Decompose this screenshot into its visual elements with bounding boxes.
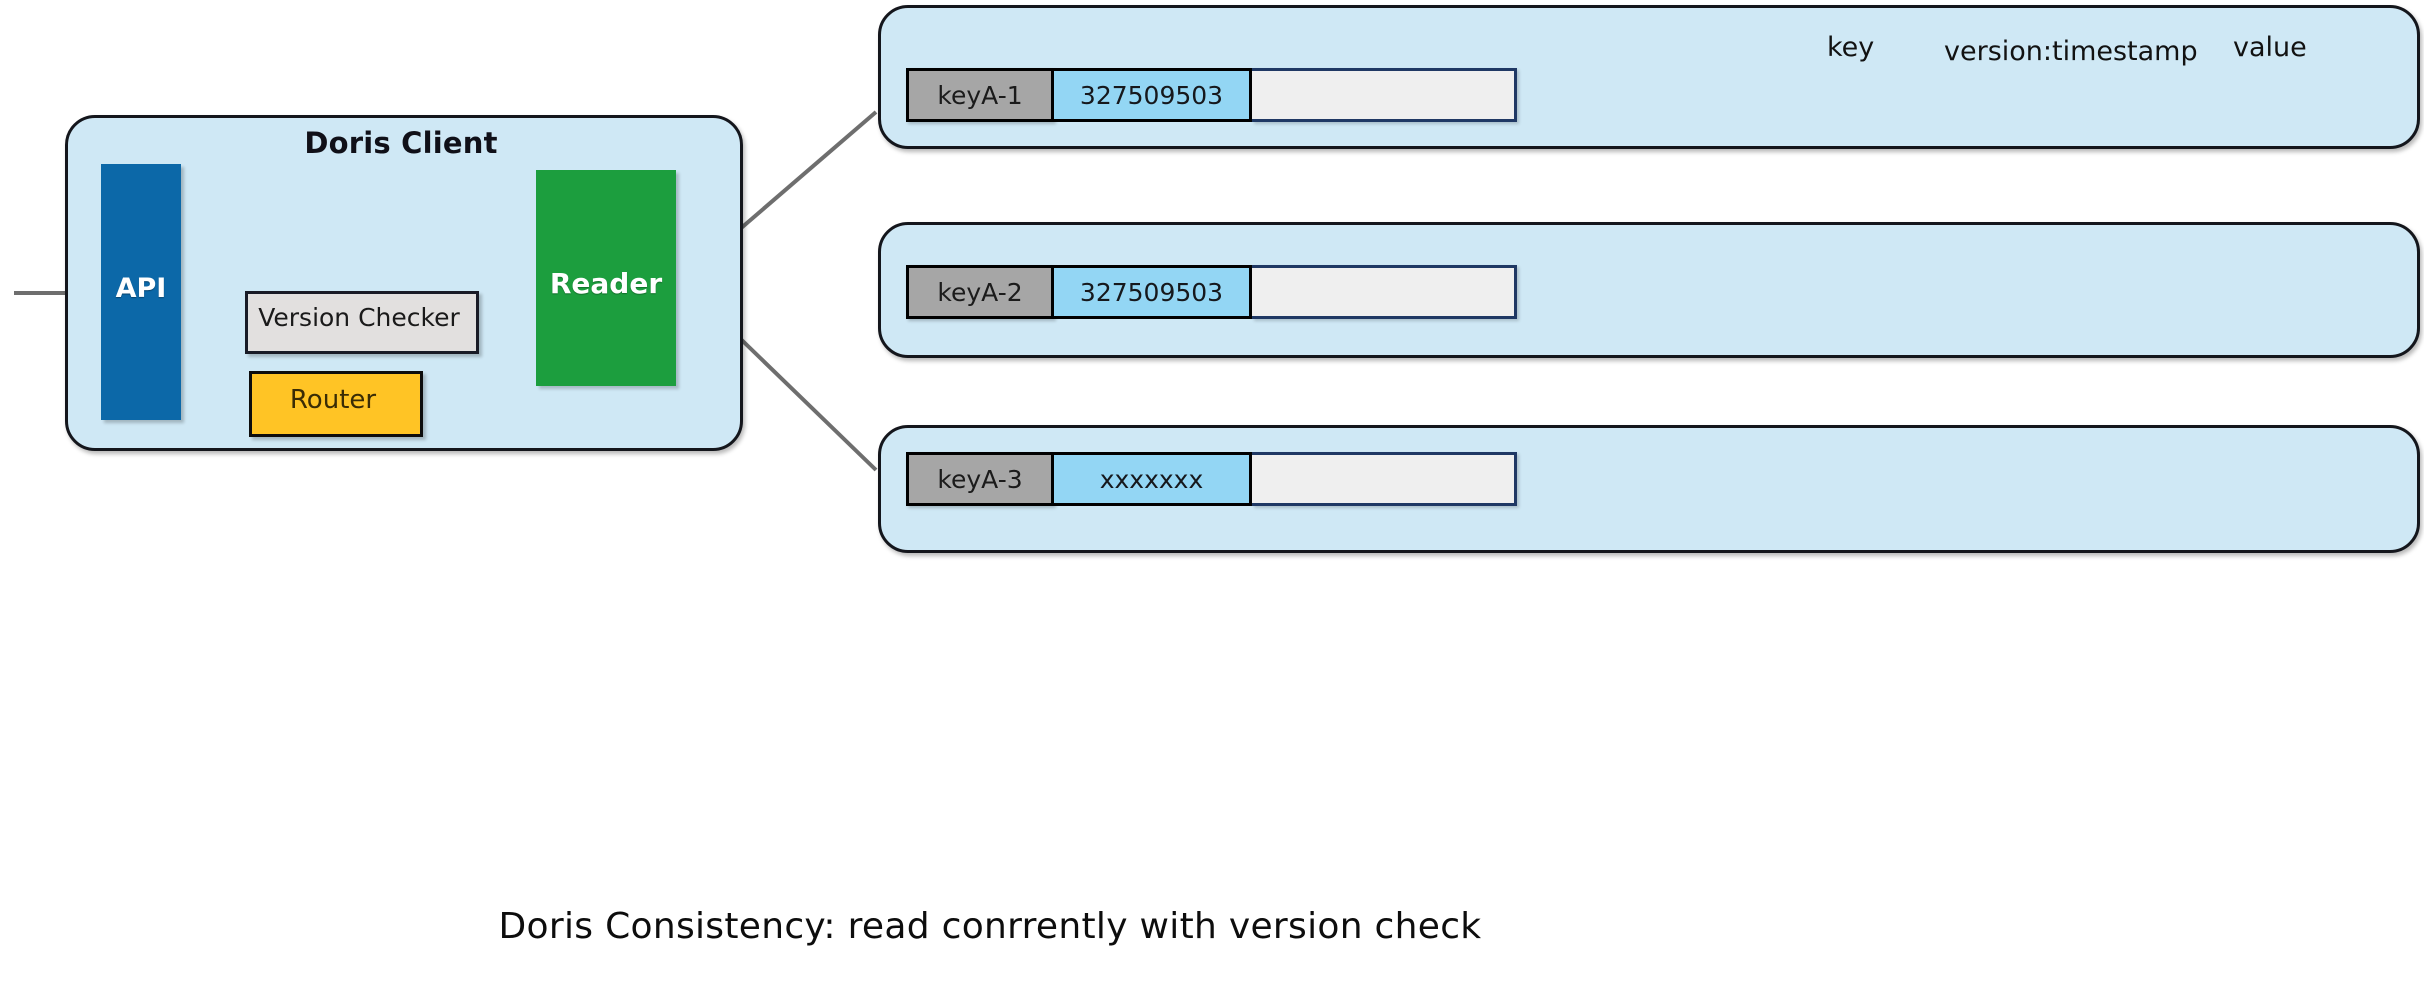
column-header-version-timestamp: version:timestamp	[1944, 36, 2198, 67]
record-value-cell	[1252, 452, 1517, 506]
record-version-cell: 327509503	[1054, 68, 1252, 122]
record-panel-3	[878, 425, 2420, 553]
api-label: API	[115, 273, 167, 304]
record-row: keyA-2 327509503	[906, 265, 1517, 319]
record-row: keyA-3 xxxxxxx	[906, 452, 1517, 506]
record-value-cell	[1252, 68, 1517, 122]
record-key-cell: keyA-1	[906, 68, 1054, 122]
reader-label: Reader	[549, 267, 663, 300]
version-checker-label: Version Checker	[258, 303, 460, 332]
router-block[interactable]	[249, 371, 423, 437]
api-block[interactable]	[101, 164, 181, 420]
record-version-cell: 327509503	[1054, 265, 1252, 319]
version-checker-block[interactable]	[245, 291, 479, 354]
reader-block[interactable]	[536, 170, 676, 386]
record-key-cell: keyA-2	[906, 265, 1054, 319]
column-header-value: value	[2233, 32, 2307, 63]
record-row: keyA-1 327509503	[906, 68, 1517, 122]
diagram-caption: Doris Consistency: read conrrently with …	[498, 906, 1482, 947]
column-header-key: key	[1827, 32, 1875, 63]
doris-client-title: Doris Client	[304, 126, 498, 160]
router-label: Router	[289, 385, 377, 415]
record-key-cell: keyA-3	[906, 452, 1054, 506]
column-header-row: key version:timestamp value	[878, 14, 2414, 67]
record-value-cell	[1252, 265, 1517, 319]
record-version-cell: xxxxxxx	[1054, 452, 1252, 506]
